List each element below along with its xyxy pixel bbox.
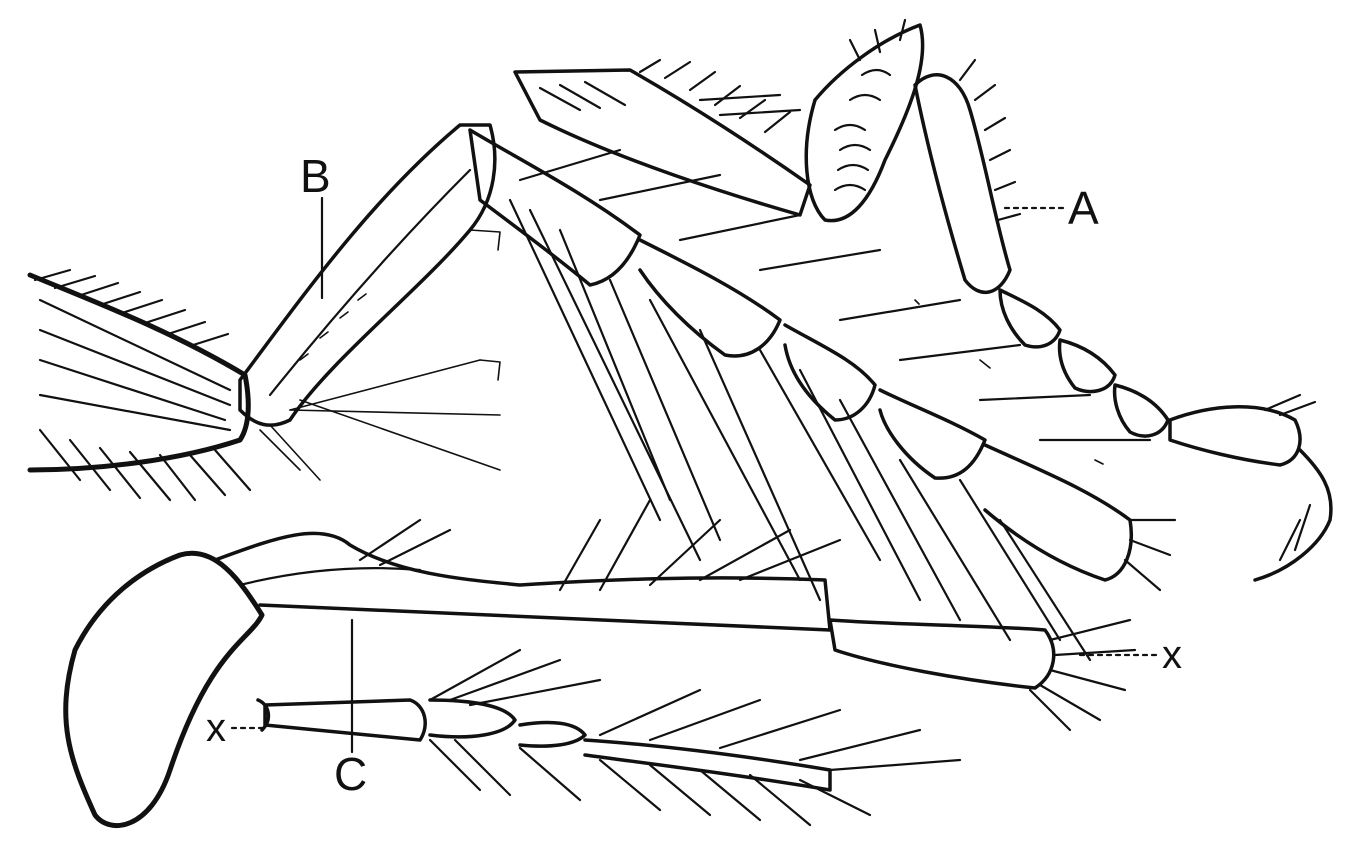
label-x-left: x xyxy=(206,706,226,750)
label-b: B xyxy=(300,150,331,202)
label-c: C xyxy=(334,748,367,800)
feathered-lobe xyxy=(806,20,922,221)
label-leaders xyxy=(232,198,1160,752)
label-a: A xyxy=(1068,182,1099,234)
label-x-right: x xyxy=(1162,633,1182,677)
limb-b xyxy=(240,125,500,480)
upper-plate xyxy=(515,60,810,215)
left-basal-segment xyxy=(30,270,250,500)
limb-a xyxy=(915,60,1331,580)
lower-limb xyxy=(66,500,1135,826)
